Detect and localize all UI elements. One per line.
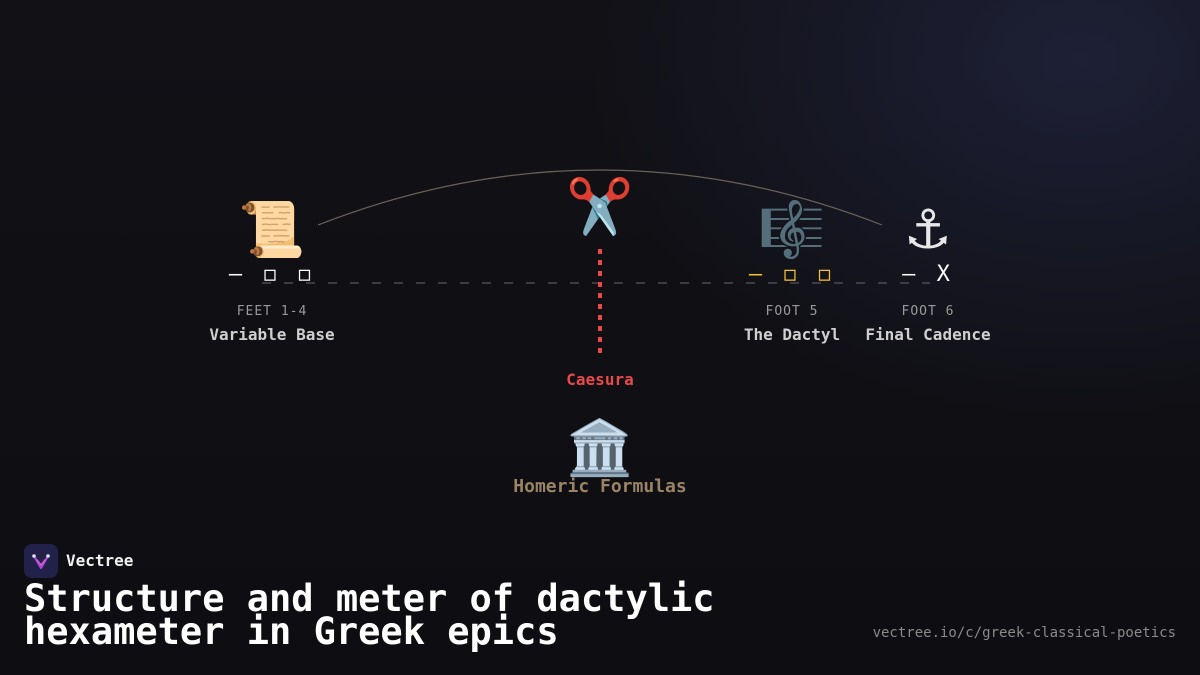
scroll-icon: 📜 [238, 198, 306, 261]
musical-score-icon: 🎼 [758, 198, 826, 261]
anchor-icon: ⚓ [903, 198, 953, 261]
scissors-icon: ✂️ [566, 175, 634, 238]
node-name-variable-base: Variable Base [209, 325, 335, 344]
vectree-logo-icon [24, 544, 58, 578]
meter-pattern-dactyl: – ◻ ◻ [748, 262, 836, 287]
page-title: Structure and meter of dactylic hexamete… [24, 577, 715, 653]
foot-label-dactyl: FOOT 5 [765, 304, 819, 319]
arc-connector [317, 169, 883, 226]
homeric-formulas-label: Homeric Formulas [513, 476, 687, 497]
brand-name: Vectree [66, 551, 134, 570]
meter-pattern-variable-base: – ◻ ◻ [228, 262, 316, 287]
foot-label-final-cadence: FOOT 6 [901, 304, 955, 319]
node-name-final-cadence: Final Cadence [865, 325, 991, 344]
source-url[interactable]: vectree.io/c/greek-classical-poetics [872, 625, 1176, 641]
classical-building-icon: 🏛️ [566, 416, 634, 479]
node-name-dactyl: The Dactyl [743, 325, 841, 344]
meter-pattern-final-cadence: – X [902, 262, 954, 287]
caesura-label: Caesura [566, 370, 634, 389]
foot-label-variable-base: FEET 1-4 [236, 304, 308, 319]
